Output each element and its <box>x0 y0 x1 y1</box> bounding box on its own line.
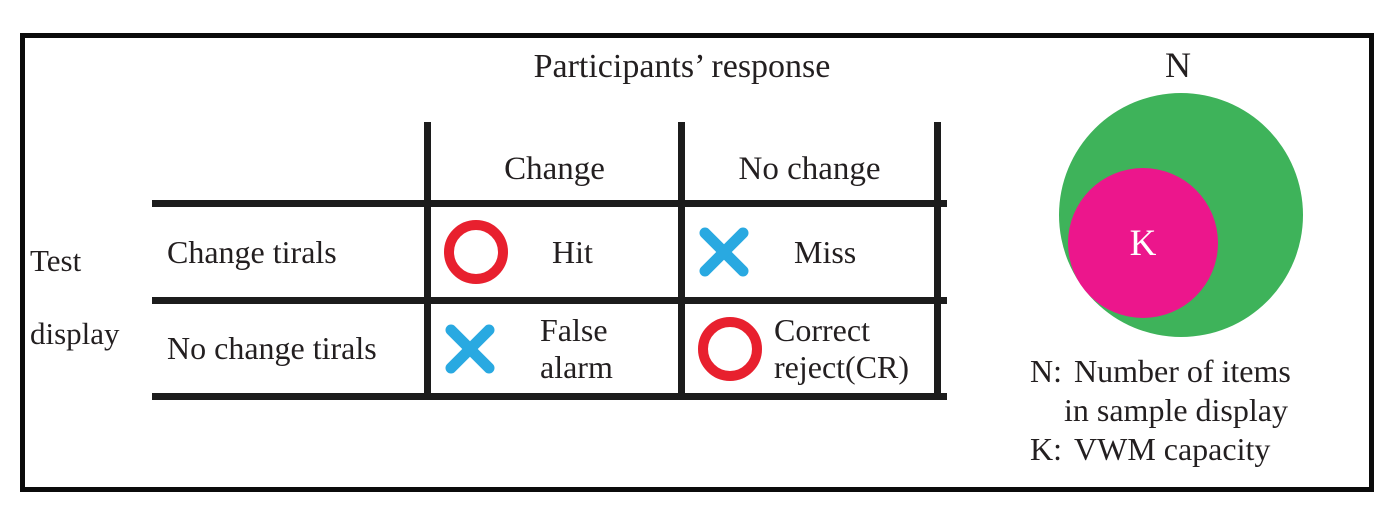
column-header-no-change: No change <box>738 150 881 187</box>
table-horizontal-line-2 <box>152 297 947 304</box>
cell-false-alarm: False alarm <box>431 304 678 393</box>
cell-correct-reject-line2: reject(CR) <box>774 348 910 385</box>
hit-circle-icon <box>444 220 508 284</box>
table-vertical-line-3 <box>934 122 941 400</box>
cell-correct-reject-line1: Correct <box>774 311 870 348</box>
cell-hit: Hit <box>431 207 678 297</box>
legend-n-term: N: <box>1030 353 1062 389</box>
legend-n-definition-line1: Number of items <box>1074 353 1291 389</box>
legend-k-term: K: <box>1030 431 1062 467</box>
miss-cross-icon <box>699 227 749 277</box>
row-label-change-trials: Change tirals <box>167 233 337 270</box>
outer-border <box>20 33 1374 492</box>
legend-line-n: N: Number of items <box>1030 352 1291 391</box>
cell-miss-label: Miss <box>794 233 857 270</box>
column-header-change: Change <box>504 150 605 187</box>
table-vertical-line-1 <box>424 122 431 400</box>
venn-inner-circle: K <box>1068 168 1218 318</box>
table-title: Participants’ response <box>533 48 831 85</box>
cell-correct-reject-label: Correct reject(CR) <box>774 312 909 386</box>
legend-line-k: K: VWM capacity <box>1030 430 1291 469</box>
cell-correct-reject: Correct reject(CR) <box>685 304 934 393</box>
cell-miss: Miss <box>685 207 934 297</box>
correct-reject-circle-icon <box>698 316 762 381</box>
venn-inner-circle-label: K <box>1129 222 1157 264</box>
row-axis-label-line1: Test <box>30 243 82 278</box>
legend-k-definition: VWM capacity <box>1074 431 1271 467</box>
row-label-no-change-trials: No change tirals <box>167 330 377 366</box>
table-vertical-line-2 <box>678 122 685 400</box>
cell-false-alarm-label: False alarm <box>540 312 613 386</box>
table-horizontal-line-1 <box>152 200 947 207</box>
row-axis-label-line2: display <box>30 316 120 351</box>
cell-false-alarm-line2: alarm <box>540 348 613 385</box>
false-alarm-cross-icon <box>445 324 495 373</box>
cell-hit-label: Hit <box>552 233 593 270</box>
table-horizontal-line-3 <box>152 393 947 400</box>
cell-false-alarm-line1: False <box>540 311 608 348</box>
legend-n-definition-line2: in sample display <box>1064 392 1288 428</box>
venn-legend: N: Number of items in sample display K: VW… <box>1030 352 1291 469</box>
venn-outer-circle-label: N <box>1165 45 1191 85</box>
